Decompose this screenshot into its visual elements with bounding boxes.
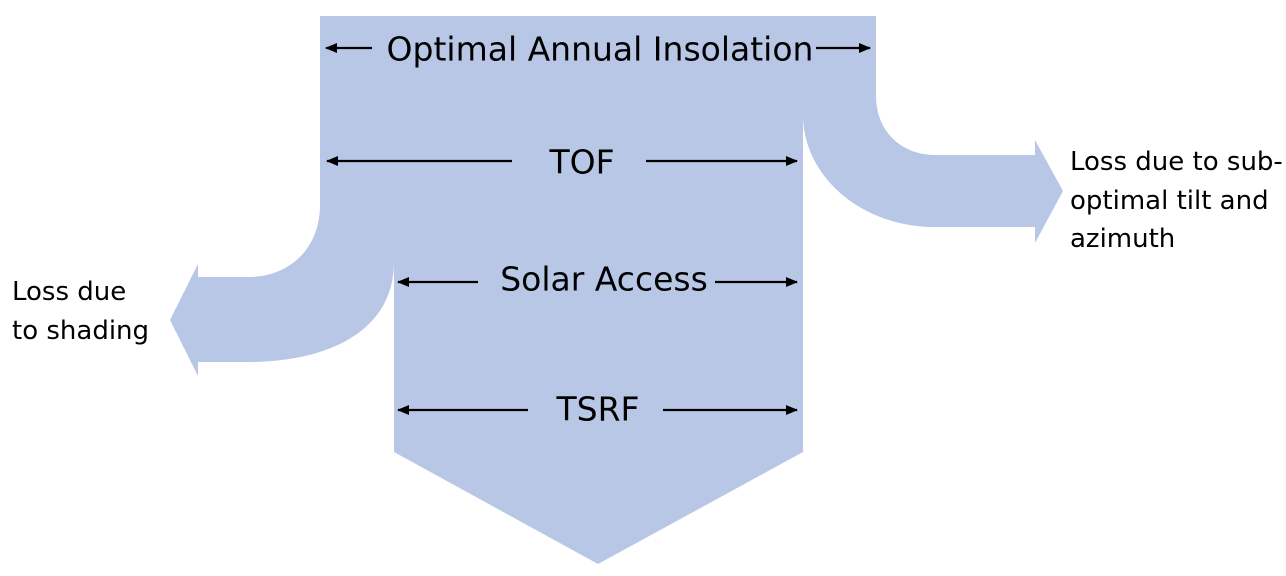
tilt-azimuth-loss-line-2: optimal tilt and — [1070, 186, 1269, 216]
shading-loss-line-1: Loss due — [12, 277, 126, 307]
tilt-azimuth-loss-label: Loss due to sub- optimal tilt and azimut… — [1070, 147, 1286, 254]
solar-access-label: Solar Access — [500, 260, 708, 299]
tilt-azimuth-loss-line-3: azimuth — [1070, 224, 1175, 254]
shading-loss-line-2: to shading — [12, 316, 149, 346]
tsrf-label: TSRF — [555, 390, 639, 429]
main-flow-band — [320, 16, 876, 564]
optimal-annual-insolation-label: Optimal Annual Insolation — [387, 30, 814, 69]
shading-loss-branch — [170, 205, 394, 376]
tof-label: TOF — [548, 143, 614, 182]
shading-loss-label: Loss due to shading — [12, 277, 149, 346]
tilt-azimuth-loss-line-1: Loss due to sub- — [1070, 147, 1283, 177]
tilt-azimuth-loss-branch — [803, 95, 1063, 243]
